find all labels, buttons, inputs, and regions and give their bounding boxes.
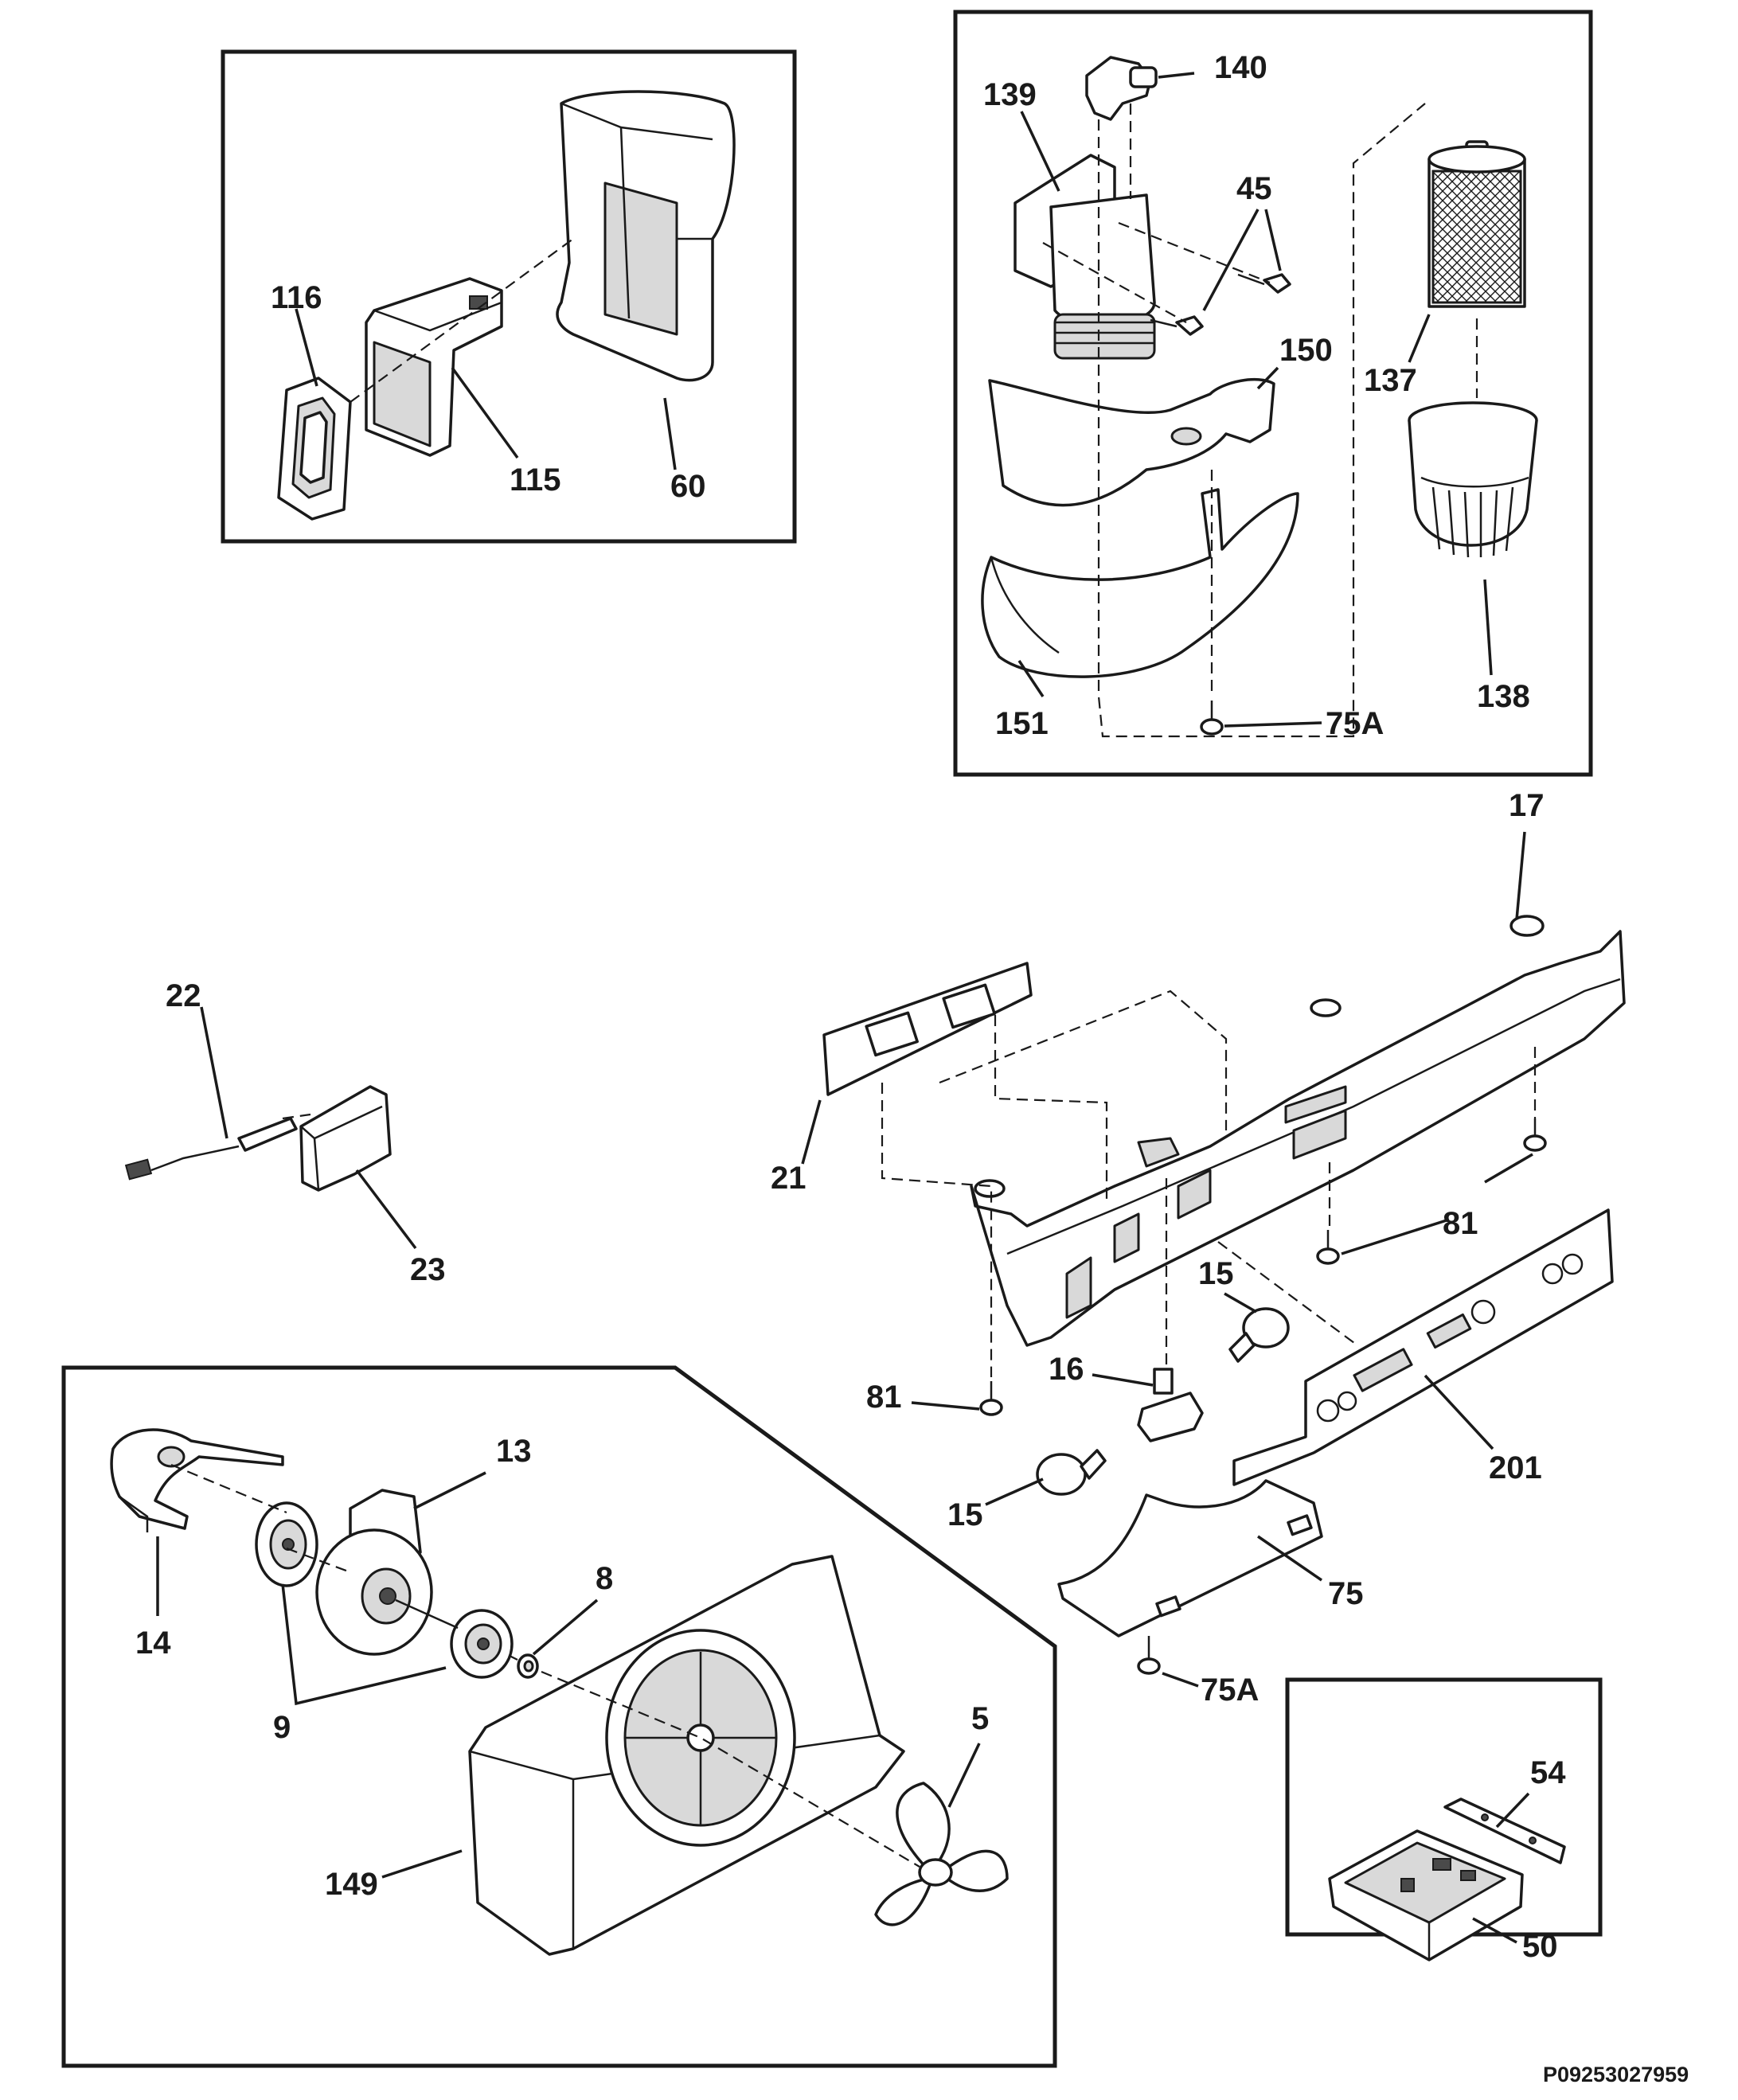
inset-box-fan-assembly: 13 14 8 9 5 149 xyxy=(61,1365,1057,2068)
part-139-filter-head xyxy=(1014,154,1156,360)
callout-23: 23 xyxy=(410,1252,446,1287)
callout-54: 54 xyxy=(1530,1755,1566,1790)
part-50-control-board xyxy=(1328,1829,1524,1961)
part-8-washer xyxy=(517,1653,539,1679)
callout-115: 115 xyxy=(510,463,561,498)
part-9-drive-wheel-2 xyxy=(450,1609,514,1679)
callout-75a-top: 75A xyxy=(1326,706,1384,741)
inset-box-dispenser-housing: 116 115 60 xyxy=(221,49,797,544)
part-13-fan-motor xyxy=(315,1489,459,1656)
part-137-filter-cartridge xyxy=(1428,140,1526,308)
part-81-screw-left xyxy=(979,1381,1003,1416)
part-15-bulb-top xyxy=(1228,1307,1290,1363)
dispenser-control-assembly: 17 21 81 15 81 16 201 15 75 75A xyxy=(771,788,1626,1708)
callout-138: 138 xyxy=(1477,679,1530,714)
part-81-screw-right xyxy=(1316,1118,1547,1265)
callout-60: 60 xyxy=(670,469,706,504)
part-54-bracket xyxy=(1443,1797,1566,1864)
drawing-code: P09253027959 xyxy=(1543,2063,1689,2086)
callout-151: 151 xyxy=(995,706,1049,741)
callout-139: 139 xyxy=(983,77,1037,112)
callout-21: 21 xyxy=(771,1161,807,1196)
part-138-filter-bowl xyxy=(1408,401,1538,558)
inset-box-water-filter: 140 139 45 150 137 138 151 75A xyxy=(953,10,1593,777)
part-75a-screw-top xyxy=(1200,701,1224,736)
part-21-display-board xyxy=(822,962,1033,1096)
part-60-housing xyxy=(556,90,736,382)
part-45-screws xyxy=(1150,273,1291,336)
part-115-dispenser-module xyxy=(365,277,503,457)
callout-140: 140 xyxy=(1214,50,1267,85)
callout-16: 16 xyxy=(1049,1352,1084,1387)
callout-75: 75 xyxy=(1328,1576,1364,1611)
thermistor-assembly: 22 23 xyxy=(124,978,446,1287)
callout-75a-bottom: 75A xyxy=(1201,1673,1259,1708)
part-201-control-overlay xyxy=(1232,1208,1614,1486)
callout-17: 17 xyxy=(1509,788,1545,823)
part-75-light-shield xyxy=(1057,1479,1323,1637)
part-9-drive-wheel-1 xyxy=(255,1501,318,1587)
part-22-thermistor xyxy=(124,1117,298,1181)
callout-8: 8 xyxy=(596,1561,613,1596)
part-150-filter-cover xyxy=(988,377,1275,507)
part-140-elbow-fitting xyxy=(1085,56,1158,121)
callout-15-top: 15 xyxy=(1198,1256,1234,1291)
callout-50: 50 xyxy=(1522,1929,1558,1964)
callout-14: 14 xyxy=(135,1626,171,1661)
part-75a-screw-bottom xyxy=(1137,1636,1161,1675)
callout-9: 9 xyxy=(273,1710,291,1745)
callout-22: 22 xyxy=(166,978,201,1013)
callout-13: 13 xyxy=(496,1434,532,1469)
callout-150: 150 xyxy=(1279,333,1333,368)
part-151-filter-cover-lower xyxy=(981,488,1299,678)
callout-15-bottom: 15 xyxy=(947,1497,983,1532)
part-14-bracket xyxy=(110,1428,284,1532)
part-16-bulb-socket xyxy=(1137,1368,1204,1442)
callout-116: 116 xyxy=(271,280,322,315)
part-149-fan-shroud xyxy=(468,1555,905,1956)
part-17-control-housing xyxy=(970,915,1626,1347)
callout-81-left: 81 xyxy=(866,1380,902,1415)
part-116-gasket xyxy=(277,377,352,521)
part-15-bulb-bottom xyxy=(1036,1449,1107,1496)
part-23-sensor-cover xyxy=(299,1085,392,1192)
callout-149: 149 xyxy=(325,1867,378,1902)
callout-137: 137 xyxy=(1364,363,1417,398)
inset-box-control-board: 54 50 xyxy=(1285,1677,1603,1964)
callout-81-right: 81 xyxy=(1443,1206,1478,1241)
callout-201: 201 xyxy=(1489,1450,1542,1485)
callout-5: 5 xyxy=(971,1701,989,1736)
callout-45: 45 xyxy=(1236,171,1272,206)
part-5-fan-blade xyxy=(874,1782,1009,1926)
